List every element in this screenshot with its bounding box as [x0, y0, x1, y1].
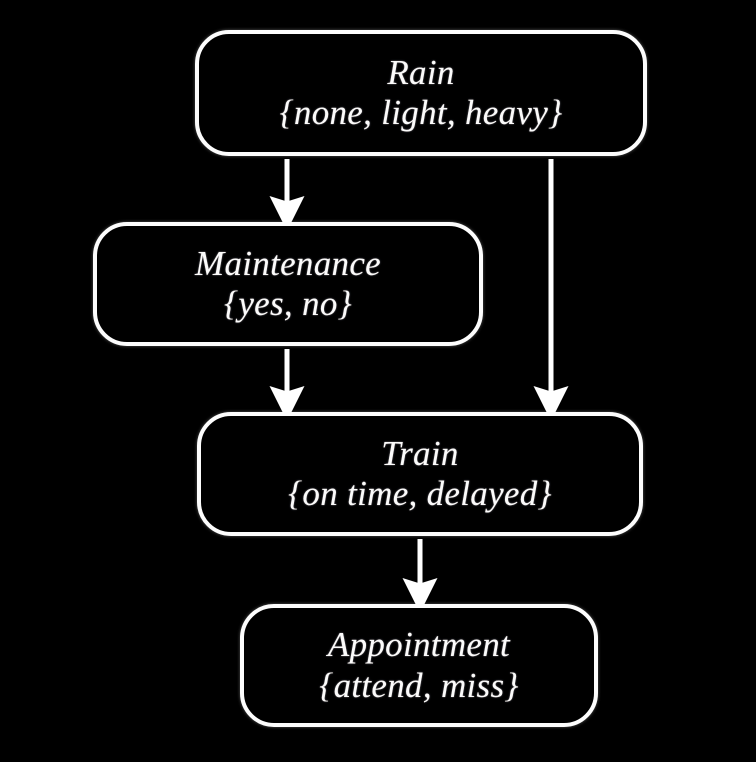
node-train-title: Train: [381, 433, 459, 473]
node-appointment-title: Appointment: [327, 625, 511, 665]
node-appointment-states: {attend, miss}: [319, 665, 519, 705]
node-rain-title: Rain: [387, 52, 455, 92]
node-appointment[interactable]: Appointment {attend, miss}: [240, 604, 598, 727]
node-rain-states: {none, light, heavy}: [279, 93, 563, 132]
node-maintenance[interactable]: Maintenance {yes, no}: [93, 222, 483, 346]
node-train-states: {on time, delayed}: [288, 474, 552, 513]
node-maintenance-states: {yes, no}: [224, 284, 352, 323]
node-rain[interactable]: Rain {none, light, heavy}: [195, 30, 647, 156]
node-train[interactable]: Train {on time, delayed}: [197, 412, 643, 536]
node-maintenance-title: Maintenance: [194, 243, 381, 283]
